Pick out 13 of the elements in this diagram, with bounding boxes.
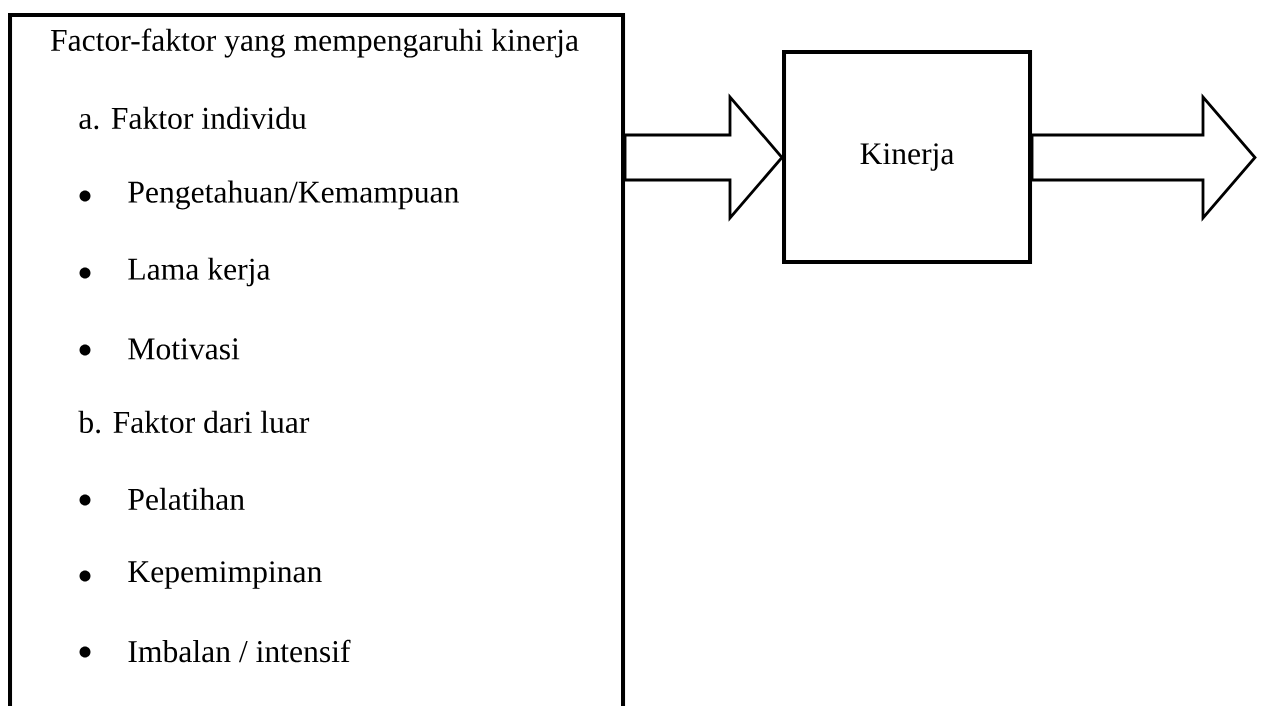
list-item: Pelatihan [79, 487, 245, 511]
list-item: Pengetahuan/Kemampuan [79, 180, 459, 210]
list-item: Kepemimpinan [79, 561, 322, 589]
list-heading: a. Faktor individu [79, 106, 307, 130]
heading-text: Factor-faktor yang mempengaruhi kinerja [50, 28, 579, 58]
block-arrow [1030, 93, 1257, 222]
list-item: Motivasi [79, 338, 240, 360]
block-arrow [623, 93, 784, 222]
factor-box [8, 13, 626, 706]
list-item: Imbalan / intensif [79, 639, 351, 663]
list-item: Lama kerja [79, 257, 271, 287]
list-heading: b. Faktor dari luar [78, 410, 310, 434]
process-box: Kinerja [782, 50, 1033, 265]
